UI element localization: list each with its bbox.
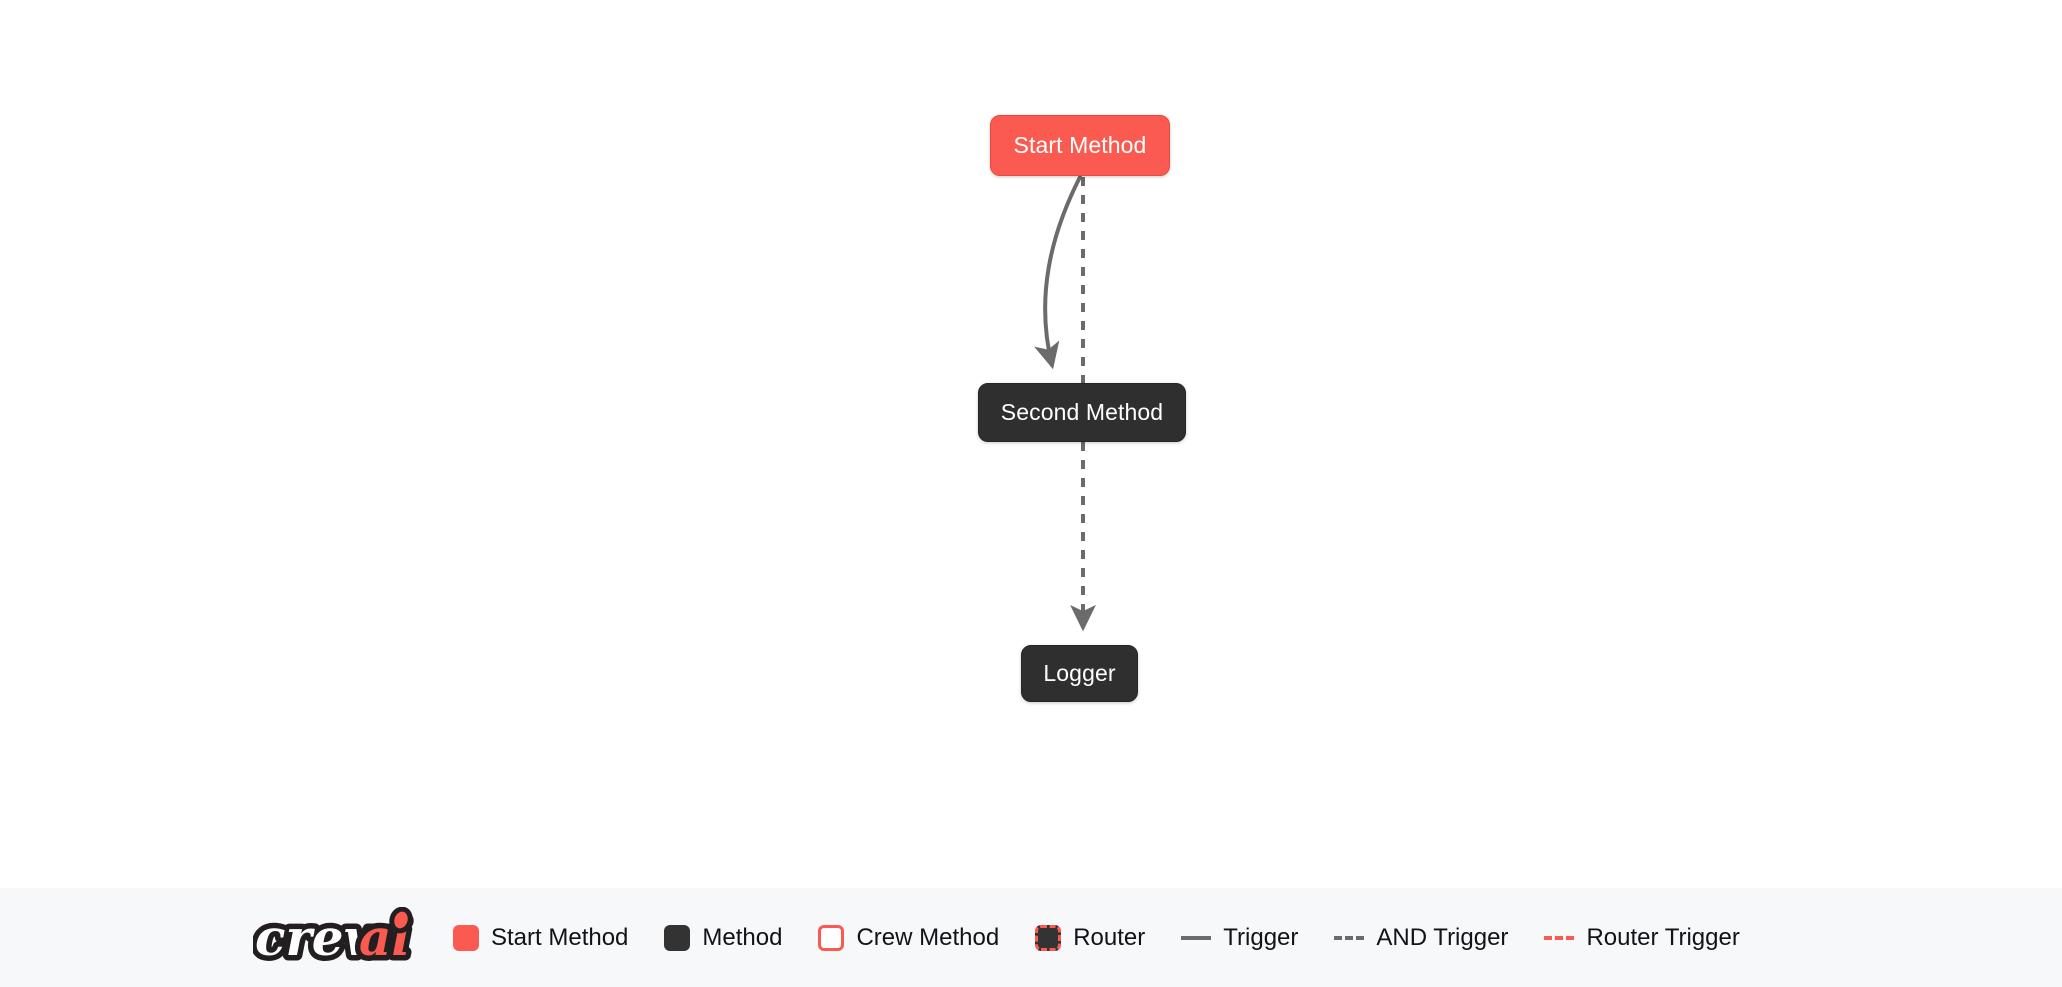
legend-start-method-label: Start Method	[491, 923, 629, 951]
legend-trigger: Trigger	[1181, 923, 1299, 951]
legend-start-method: Start Method	[453, 923, 629, 951]
legend-bar: crew crew ai ai Start Method Method Crew…	[0, 888, 2062, 987]
legend-router: Router	[1035, 923, 1146, 951]
legend-trigger-label: Trigger	[1223, 923, 1299, 951]
node-second-method[interactable]: Second Method	[978, 383, 1186, 442]
legend-router-trigger-label: Router Trigger	[1586, 923, 1740, 951]
legend-method: Method	[664, 923, 783, 951]
edge-start-to-second-curved	[1034, 175, 1082, 370]
flow-canvas[interactable]: Start Method Second Method Logger	[0, 0, 2062, 888]
method-swatch-icon	[664, 924, 691, 951]
legend-and-trigger: AND Trigger	[1334, 923, 1509, 951]
crewai-logo: crew crew ai ai	[253, 906, 416, 969]
legend-and-trigger-label: AND Trigger	[1376, 923, 1509, 951]
router-trigger-line-icon	[1544, 935, 1575, 940]
legend-router-label: Router	[1073, 923, 1146, 951]
node-start-method[interactable]: Start Method	[990, 115, 1170, 176]
crew-method-swatch-icon	[818, 924, 845, 951]
router-swatch-icon	[1035, 924, 1062, 951]
legend-crew-method-label: Crew Method	[856, 923, 1000, 951]
logo-dot-icon	[389, 906, 413, 933]
trigger-line-icon	[1181, 935, 1212, 940]
start-method-swatch-icon	[453, 924, 479, 951]
legend-crew-method: Crew Method	[818, 923, 1000, 951]
logo-outline-crew: crew	[255, 908, 389, 967]
and-trigger-line-icon	[1334, 935, 1365, 940]
legend-router-trigger: Router Trigger	[1544, 923, 1740, 951]
legend-method-label: Method	[702, 923, 783, 951]
node-logger[interactable]: Logger	[1021, 645, 1138, 702]
edge-layer	[1034, 175, 1096, 632]
logo-text-crew: crew	[255, 908, 389, 967]
legend-items: Start Method Method Crew Method Router T…	[453, 923, 1776, 951]
